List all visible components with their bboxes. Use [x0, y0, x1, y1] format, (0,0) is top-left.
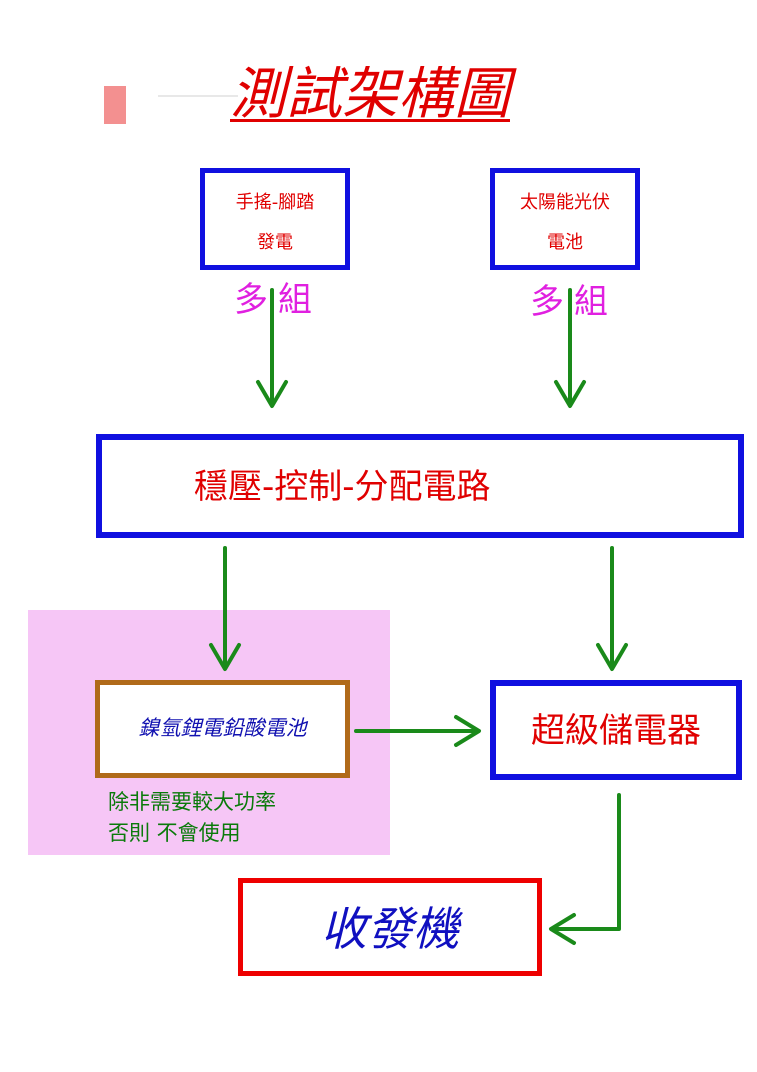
title-rule	[158, 95, 238, 97]
arrow-battery-to-supercapacitor	[354, 715, 481, 747]
transceiver-box: 收發機	[238, 878, 542, 976]
supercapacitor-label: 超級儲電器	[531, 711, 701, 751]
source-hand-pedal-generator: 手搖-腳踏 發電	[200, 168, 350, 270]
regulator-control-distribution-box: 穩壓-控制-分配電路	[96, 434, 744, 538]
battery-note-line2: 否則 不會使用	[108, 821, 241, 845]
battery-note-line1: 除非需要較大功率	[108, 790, 276, 814]
arrow-hand-pedal-to-regulator	[256, 288, 288, 408]
source-hand-pedal-line1: 手搖-腳踏	[235, 192, 315, 213]
arrow-solar-to-regulator	[554, 288, 586, 408]
arrow-regulator-to-battery	[209, 546, 241, 671]
regulator-label: 穩壓-控制-分配電路	[194, 467, 491, 507]
arrow-supercapacitor-to-transceiver	[549, 793, 621, 945]
title-marker	[104, 86, 126, 124]
diagram-title: 測試架構圖	[230, 62, 510, 127]
source-hand-pedal-line2: 發電	[257, 232, 293, 253]
source-solar-pv-cell: 太陽能光伏 電池	[490, 168, 640, 270]
battery-box: 鎳氫鋰電鉛酸電池	[95, 680, 350, 778]
battery-label: 鎳氫鋰電鉛酸電池	[138, 716, 307, 740]
transceiver-label: 收發機	[321, 902, 459, 956]
supercapacitor-box: 超級儲電器	[490, 680, 742, 780]
arrow-regulator-to-supercapacitor	[596, 546, 628, 671]
source-solar-line1: 太陽能光伏	[520, 192, 610, 213]
source-solar-line2: 電池	[547, 232, 583, 253]
